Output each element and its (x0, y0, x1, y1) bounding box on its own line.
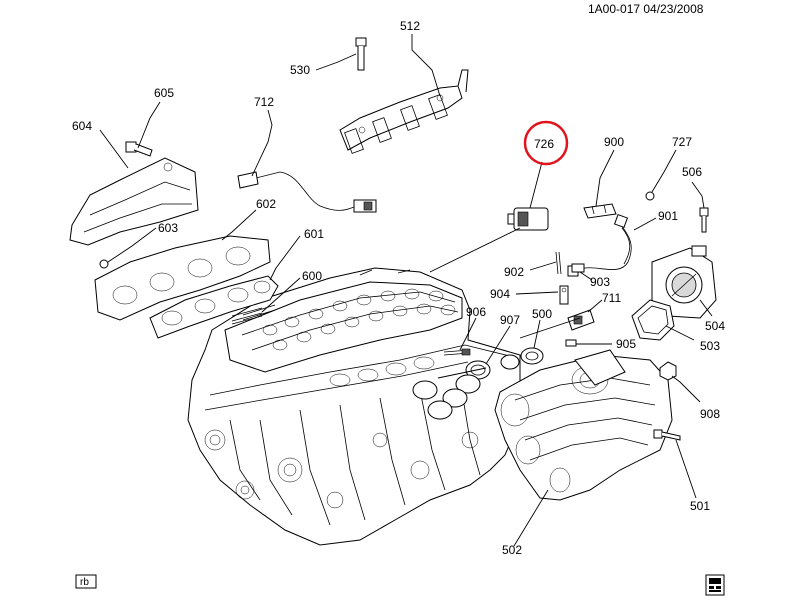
callout-602: 602 (256, 197, 276, 211)
callout-905: 905 (616, 337, 636, 351)
exhaust-manifold-gasket (149, 275, 279, 339)
fitting-904 (559, 285, 569, 305)
callout-908: 908 (700, 407, 720, 421)
callout-512: 512 (400, 19, 420, 33)
callout-504: 504 (705, 319, 725, 333)
callout-712: 712 (254, 95, 274, 109)
callout-530: 530 (290, 63, 310, 77)
exhaust-heat-shield (69, 157, 199, 246)
callout-726-highlight-ring (523, 120, 569, 166)
heat-shield-bolt (125, 141, 153, 157)
fitting-903 (571, 263, 585, 273)
solenoid-bracket (583, 203, 617, 219)
engine-block (187, 267, 521, 546)
callout-904: 904 (490, 287, 510, 301)
throttle-body-gasket (631, 299, 675, 341)
manifold-bolt (653, 429, 681, 441)
callout-711: 711 (602, 291, 621, 305)
callout-902: 902 (504, 265, 524, 279)
rb-tag-text: rb (80, 577, 89, 588)
diagram-doc-id: 1A00-017 04/23/2008 (588, 2, 704, 16)
intake-manifold (494, 349, 673, 501)
callout-500: 500 (532, 307, 552, 321)
callout-900: 900 (604, 135, 624, 149)
manifold-gaskets (412, 347, 544, 420)
exhaust-manifold (94, 235, 271, 321)
callout-901: 901 (658, 209, 678, 223)
bracket-fastener-727 (645, 191, 655, 201)
callout-601: 601 (304, 227, 324, 241)
callout-906: 906 (466, 305, 486, 319)
callout-726: 726 (534, 137, 554, 151)
nut-908 (659, 361, 677, 381)
callout-labels: 512 530 605 712 604 603 602 601 600 726 … (72, 19, 725, 557)
rb-tag: rb (75, 574, 97, 589)
callout-501: 501 (690, 499, 710, 513)
callout-506: 506 (682, 165, 702, 179)
sensor-harness (237, 171, 377, 213)
callout-502: 502 (502, 543, 522, 557)
lubrication-logo-icon (705, 574, 725, 596)
leader-lines (99, 34, 713, 547)
callout-604: 604 (72, 119, 92, 133)
map-sensor (567, 309, 595, 331)
callout-903: 903 (590, 275, 610, 289)
purge-solenoid-valve (507, 207, 549, 231)
callout-600: 600 (302, 269, 322, 283)
fuel-rail-bolt (355, 37, 367, 71)
callout-605: 605 (154, 86, 174, 100)
grommet-905 (565, 339, 577, 347)
callout-907: 907 (500, 313, 520, 327)
exhaust-studs (231, 307, 263, 325)
stud-902 (555, 251, 562, 275)
fuel-rail (339, 69, 469, 154)
callout-727: 727 (672, 135, 692, 149)
callout-603: 603 (158, 221, 178, 235)
stud-906 (443, 348, 471, 356)
throttle-body-bolt (699, 207, 709, 233)
callout-503: 503 (700, 339, 720, 353)
